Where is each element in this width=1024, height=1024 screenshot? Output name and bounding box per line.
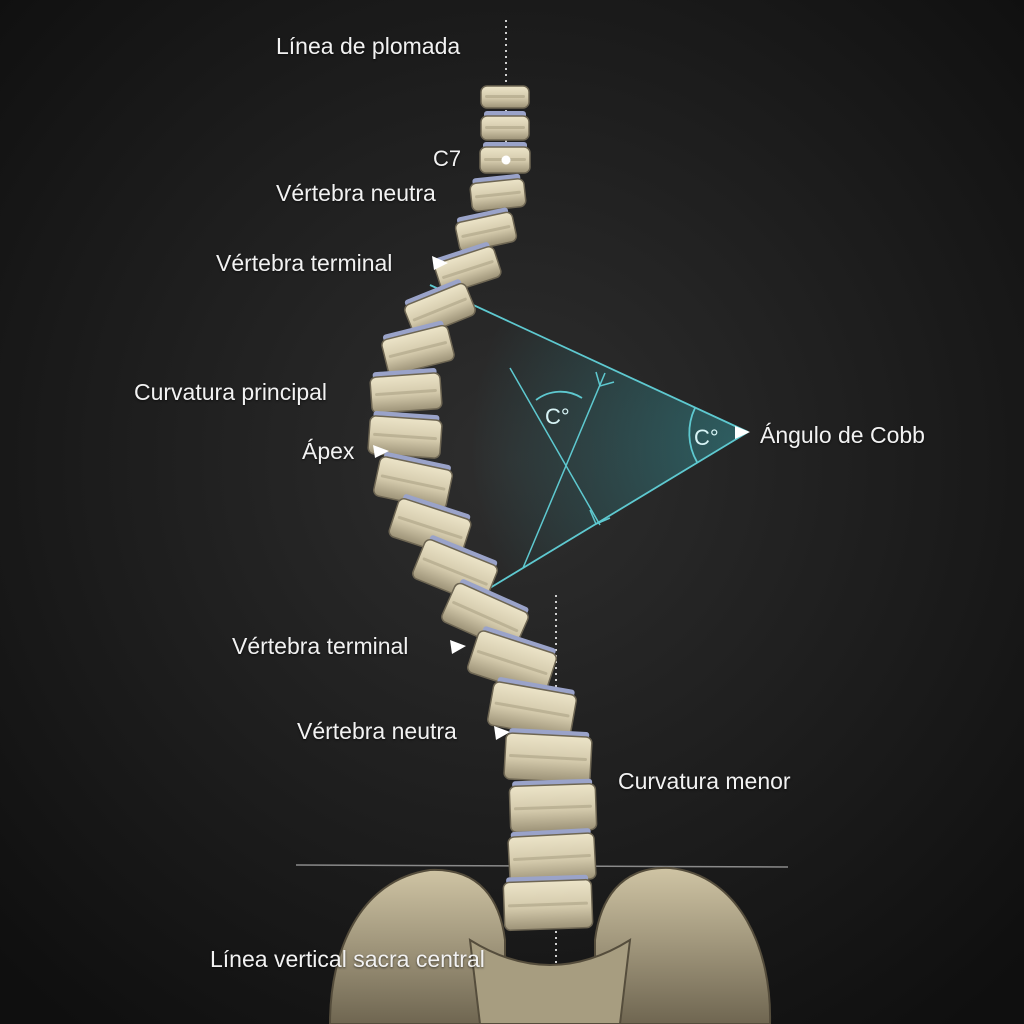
vertebra (373, 452, 453, 510)
pointer-apex (373, 445, 389, 458)
perpendicular-line-2 (522, 372, 606, 569)
right-ilium (594, 866, 772, 1024)
vertebra-waist-shadow (397, 515, 463, 540)
cobb-angle-label: Ángulo de Cobb (760, 422, 925, 448)
vertebra-waist-shadow (513, 854, 591, 861)
vertebra-waist-shadow (452, 601, 519, 633)
neutral-vertebra-upper-label: Vértebra neutra (276, 180, 436, 206)
vertebra-waist-shadow (422, 557, 488, 586)
cobb-angle-area (440, 290, 748, 600)
upper-endplate-line (429, 284, 749, 433)
vertebra-waist-shadow (442, 260, 494, 279)
vertebra-waist-shadow (494, 701, 570, 718)
vertebra-waist-shadow (514, 804, 592, 811)
neutral-vertebra-lower-label: Vértebra neutra (297, 718, 457, 744)
vertebra (454, 207, 518, 253)
pointer-end-upper (432, 256, 448, 270)
vertebra (381, 320, 455, 376)
end-vertebra-lower-label: Vértebra terminal (232, 633, 409, 659)
vertebra-waist-shadow (380, 474, 446, 491)
vertebra (467, 626, 557, 696)
vertebra (369, 368, 443, 414)
right-angle-mark-upper (595, 371, 615, 387)
perpendicular-line-1 (509, 367, 601, 526)
vertebra (507, 828, 597, 884)
vertebra-waist-shadow (375, 388, 437, 397)
vertebra-waist-shadow (476, 650, 548, 675)
vertebra (480, 111, 530, 141)
vertebra (503, 728, 593, 784)
lower-endplate-line (469, 431, 749, 601)
vertebra-waist-shadow (461, 225, 511, 238)
outer-angle-label: C° (694, 425, 719, 450)
left-ilium (328, 868, 506, 1024)
sacrum (468, 938, 632, 1024)
end-vertebra-upper-label: Vértebra terminal (216, 250, 393, 276)
vertebra (502, 874, 594, 932)
pelvis (328, 866, 772, 1024)
c7-label: C7 (433, 146, 462, 171)
vertebra-waist-shadow (485, 126, 525, 129)
vertebra (367, 410, 443, 459)
cobb-angle-construction: C° C° (429, 284, 749, 601)
pointer-neutral-lower (494, 726, 510, 740)
main-curve-label: Curvatura principal (134, 379, 328, 405)
vertebra (404, 279, 476, 338)
inner-angle-label: C° (545, 404, 570, 429)
vertebra-waist-shadow (485, 95, 525, 98)
outer-angle-arc (688, 407, 698, 463)
vertebra-waist-shadow (373, 432, 437, 441)
vertebra-waist-shadow (475, 190, 521, 199)
vertebra-waist-shadow (508, 901, 588, 908)
vertebra (469, 173, 527, 212)
c7-marker-dot (501, 155, 511, 165)
vertebra-waist-shadow (509, 754, 587, 761)
csvl-label: Línea vertical sacra central (210, 946, 485, 972)
apex-label: Ápex (302, 438, 355, 464)
spine (367, 85, 598, 932)
vertebra-waist-shadow (412, 297, 467, 322)
minor-curve-label: Curvatura menor (618, 768, 791, 794)
right-angle-mark-lower (589, 509, 611, 525)
pointer-end-lower (450, 640, 466, 654)
vertebra (508, 778, 598, 834)
inner-angle-arc (535, 390, 583, 401)
pointer-cobb-angle (735, 426, 750, 439)
vertebra (480, 85, 530, 109)
plumb-line-label: Línea de plomada (276, 33, 461, 59)
vertebra-waist-shadow (388, 341, 448, 358)
